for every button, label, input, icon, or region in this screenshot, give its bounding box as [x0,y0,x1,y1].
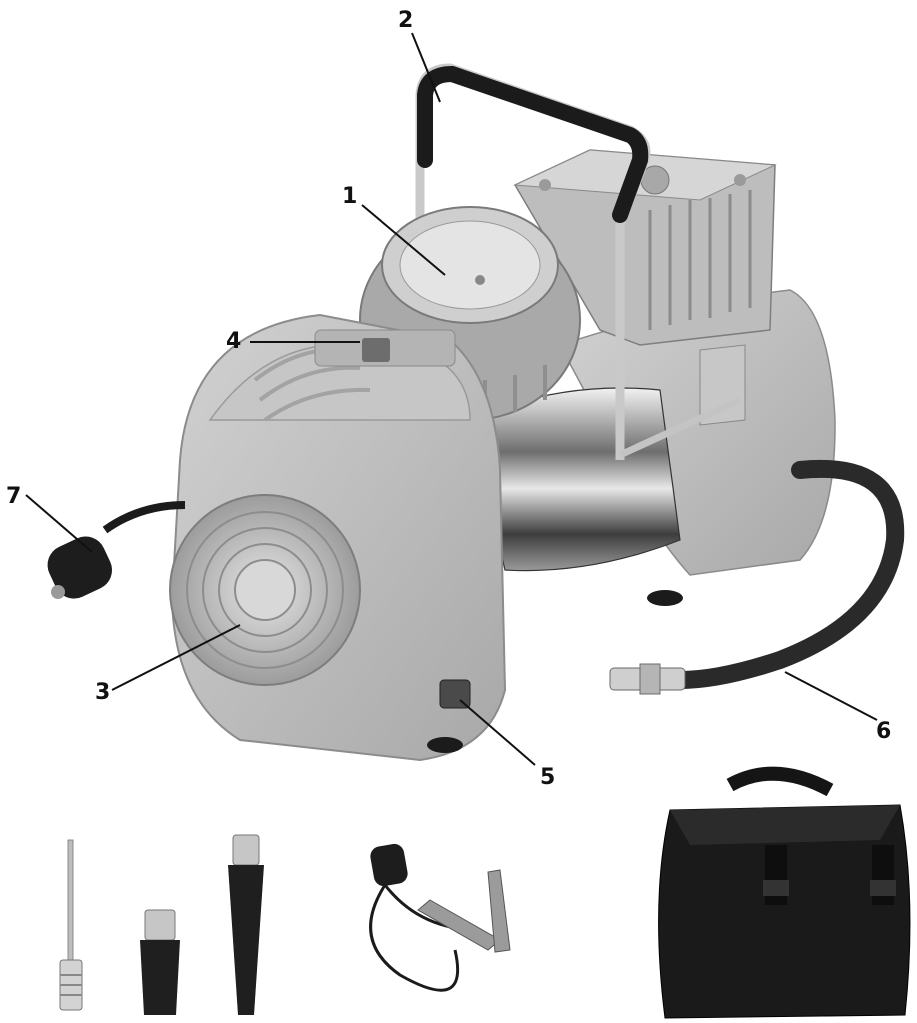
leader-line-2 [411,32,441,103]
valve-adapter [140,909,180,1015]
leader-line-3 [111,624,241,691]
leader-line-7 [25,494,93,553]
cylinder-head [513,149,777,346]
callout-5: 5 [540,765,556,790]
leader-line-6 [784,671,878,721]
air-hose [609,459,905,695]
leader-line-5 [459,699,536,766]
battery-clamp-cable [369,843,511,992]
leader-line-1 [361,204,446,276]
light-switch [314,329,456,367]
callout-3: 3 [95,680,111,705]
callout-6: 6 [876,719,892,744]
air-compressor [47,63,905,762]
callout-2: 2 [398,8,414,33]
carry-handle [415,63,742,460]
power-cable-plug [47,501,186,599]
callout-4: 4 [226,329,242,354]
leader-lines [25,32,878,766]
callout-7: 7 [6,484,22,509]
work-light [169,494,361,686]
storage-bag [658,766,911,1019]
callout-1: 1 [342,184,358,209]
ball-needle-adapter [59,839,83,1011]
cone-nozzle-adapter [228,834,264,1015]
